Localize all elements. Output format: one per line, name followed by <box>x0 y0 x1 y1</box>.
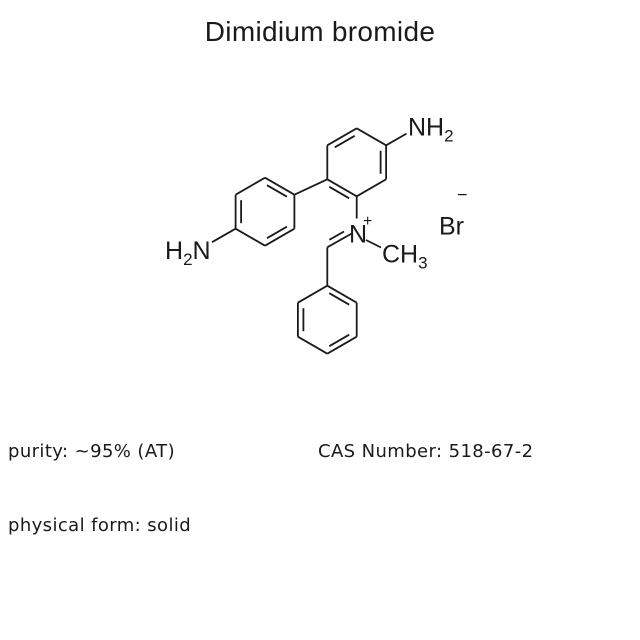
single-bond <box>294 178 328 196</box>
single-bond <box>211 227 237 243</box>
bromide-label: Br <box>439 213 464 241</box>
double-bond <box>326 178 358 198</box>
single-bond <box>356 127 387 147</box>
single-bond <box>365 239 382 249</box>
physical-form-text: physical form: solid <box>8 514 192 536</box>
single-bond <box>235 227 266 247</box>
double-bond <box>326 232 352 249</box>
double-bond <box>326 335 358 355</box>
double-bond-inner <box>334 135 356 149</box>
double-bond-inner <box>328 333 350 347</box>
minus-charge-label: − <box>457 185 468 205</box>
double-bond-inner <box>328 186 350 200</box>
double-bond-inner <box>266 184 288 198</box>
single-bond <box>356 178 387 198</box>
methyl-label: CH3 <box>382 241 428 273</box>
double-bond <box>264 227 295 247</box>
double-bond-inner <box>266 225 288 239</box>
amine-nh2-label: NH2 <box>408 114 454 146</box>
double-bond <box>326 284 358 304</box>
page-title: Dimidium bromide <box>204 16 436 47</box>
plus-charge-label: + <box>363 213 372 230</box>
double-bond <box>326 127 358 147</box>
single-bond <box>385 132 407 147</box>
double-bond-inner <box>328 230 345 241</box>
single-bond <box>297 284 328 304</box>
single-bond <box>235 176 266 196</box>
property-block-right: CAS Number: 518-67-2 <box>318 391 534 489</box>
purity-text: purity: ~95% (AT) <box>8 441 175 462</box>
cas-number-text: CAS Number: 518-67-2 <box>318 441 534 462</box>
double-bond-inner <box>328 292 350 306</box>
property-block-left: purity: ~95% (AT) physical form: solid <box>8 391 191 563</box>
single-bond <box>297 335 328 355</box>
double-bond <box>264 176 295 196</box>
amine-h2n-label: H2N <box>165 237 211 269</box>
ring-nitrogen-label: N <box>349 221 367 249</box>
